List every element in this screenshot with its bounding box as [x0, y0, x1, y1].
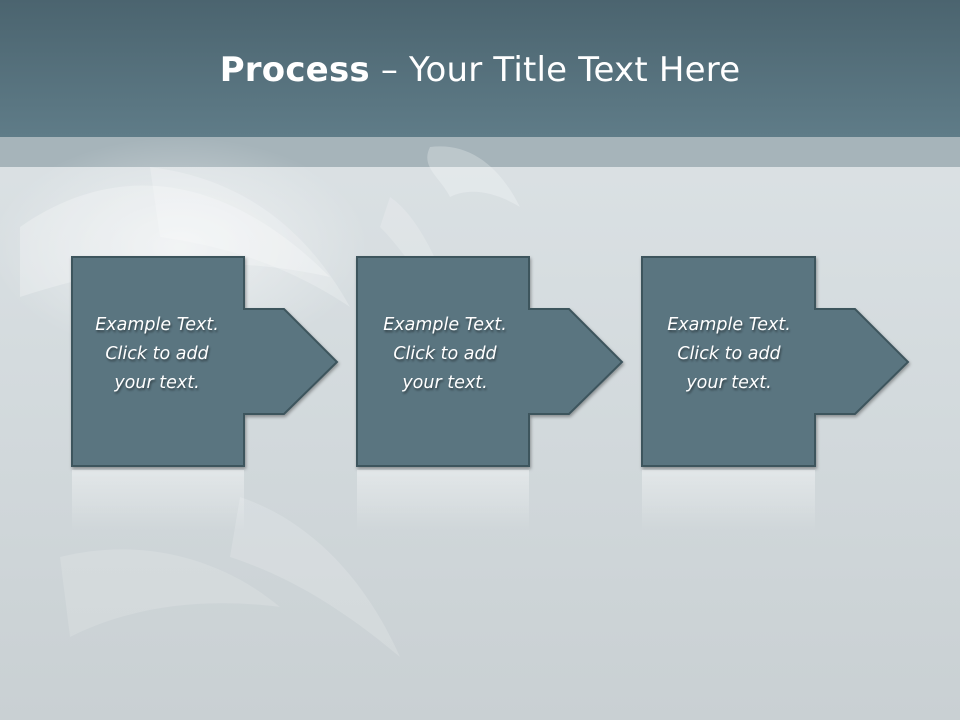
step-1-line-1: Example Text. [95, 315, 219, 335]
step-2-line-3: your text. [402, 373, 488, 393]
step-2-shape[interactable] [356, 256, 624, 467]
title-bold: Process [219, 50, 370, 90]
process-step-1[interactable] [71, 256, 339, 532]
step-3-line-3: your text. [686, 373, 772, 393]
step-1-line-2: Click to add [105, 344, 209, 364]
step-1-reflection [72, 470, 244, 532]
step-2-line-1: Example Text. [383, 315, 507, 335]
step-3-line-2: Click to add [677, 344, 781, 364]
step-3-reflection [642, 470, 815, 532]
step-2-line-2: Click to add [393, 344, 497, 364]
title-bar [0, 0, 960, 137]
process-step-3[interactable] [641, 256, 910, 532]
step-1-line-3: your text. [114, 373, 200, 393]
step-2-text[interactable]: Example Text. Click to add your text. [359, 311, 531, 398]
step-2-reflection [357, 470, 529, 532]
process-step-2[interactable] [356, 256, 624, 532]
step-1-shape[interactable] [71, 256, 339, 467]
step-3-text[interactable]: Example Text. Click to add your text. [643, 311, 815, 398]
step-1-text[interactable]: Example Text. Click to add your text. [71, 311, 243, 398]
slide-title: Process – Your Title Text Here [0, 50, 960, 90]
step-3-shape[interactable] [641, 256, 910, 467]
title-rest: – Your Title Text Here [369, 50, 741, 90]
step-3-line-1: Example Text. [667, 315, 791, 335]
